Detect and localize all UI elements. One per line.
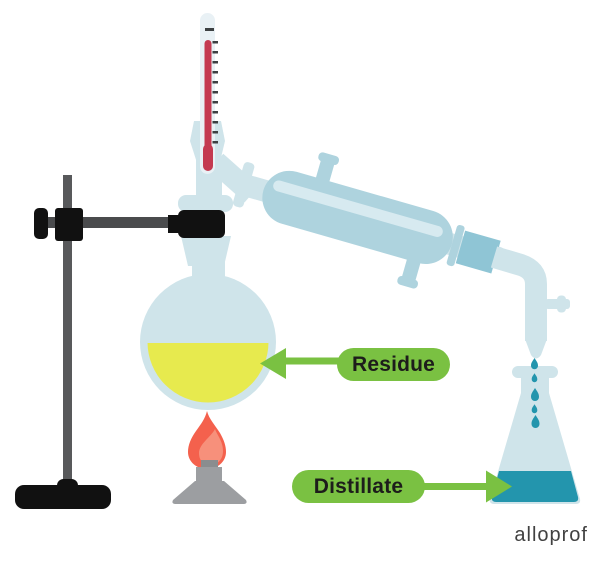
adapter-tip xyxy=(525,339,547,359)
joint-collar-upper xyxy=(178,195,233,212)
clamp-knob xyxy=(34,208,48,239)
distillate-label-text: Distillate xyxy=(313,474,404,498)
flame-inner xyxy=(199,429,223,465)
distillate-liquid xyxy=(491,471,579,502)
clamp-jaw-stub xyxy=(168,215,180,233)
thermometer-scale xyxy=(205,28,218,144)
stand-rod xyxy=(63,175,72,488)
adapter-barb-ridge xyxy=(557,295,566,313)
alloprof-logo: alloprof xyxy=(514,524,588,546)
clamp-boss xyxy=(55,208,83,241)
burner-neck xyxy=(196,467,222,481)
clamp-jaw xyxy=(178,210,225,238)
stand-clamp xyxy=(34,208,225,241)
burner xyxy=(172,411,247,504)
burner-base xyxy=(172,481,247,504)
water-inlet-barb xyxy=(315,153,336,184)
residue-label-text: Residue xyxy=(351,352,436,376)
distillate-label: Distillate xyxy=(292,470,425,503)
residue-label: Residue xyxy=(337,348,450,381)
thermometer-bulb xyxy=(203,144,213,171)
clamp-arm xyxy=(44,217,184,228)
joint-taper-lower xyxy=(181,236,231,266)
residue-liquid xyxy=(147,343,269,403)
adapter-elbow xyxy=(490,246,547,341)
erlenmeyer-flask xyxy=(489,366,581,504)
retort-stand xyxy=(15,175,111,509)
stand-base xyxy=(15,485,111,509)
condenser-jacket xyxy=(262,170,453,264)
residue-arrow xyxy=(260,348,340,379)
distillate-arrow xyxy=(423,470,512,503)
distillate-drops xyxy=(531,358,540,428)
water-outlet-barb xyxy=(400,257,421,288)
adapter-joint-collar xyxy=(455,230,501,274)
burner-nozzle xyxy=(201,460,218,470)
drip-adapter xyxy=(490,246,570,359)
thermometer-column xyxy=(204,40,212,152)
condenser xyxy=(232,152,508,289)
thermometer xyxy=(200,13,218,174)
condenser-right-flange xyxy=(446,224,465,267)
condenser-highlight xyxy=(273,180,443,237)
